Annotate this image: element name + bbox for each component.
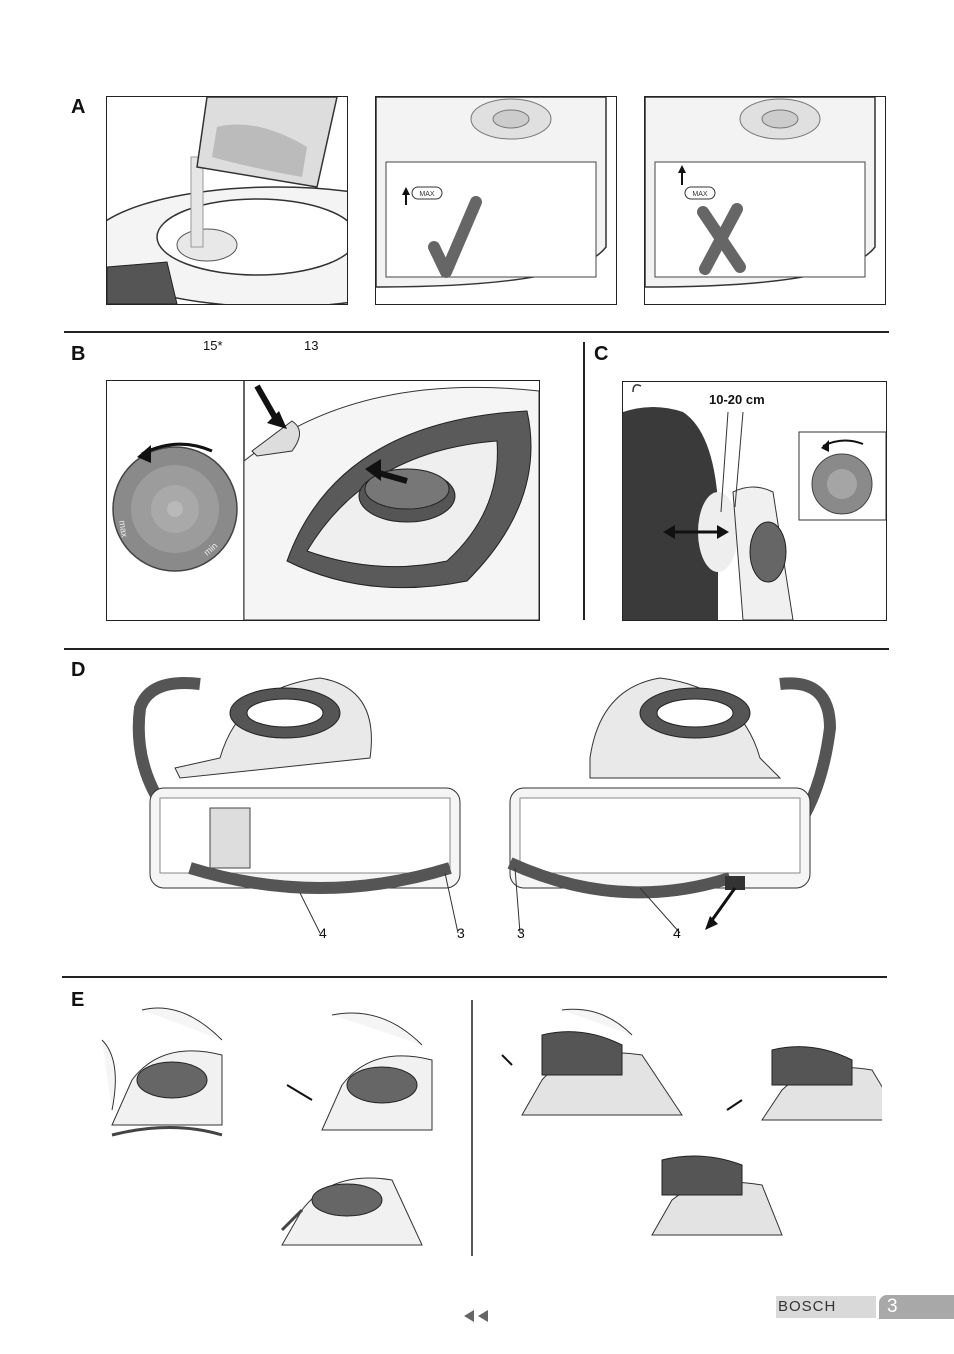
brand-tab: BOSCH [776, 1296, 876, 1318]
figure-e-cord-storage [62, 1000, 882, 1256]
section-c-letter: C [594, 343, 608, 366]
panel-b-steam-dial: max min [106, 380, 540, 621]
section-a-letter: A [71, 96, 85, 119]
panel-c-vertical-steam: 10-20 cm [622, 381, 887, 621]
max-mark-label-2: MAX [692, 191, 708, 198]
section-d-letter: D [71, 659, 85, 682]
divider-d-e [62, 976, 887, 978]
callout-13: 13 [304, 338, 318, 353]
divider-b-c [583, 342, 585, 620]
figure-d-storage [120, 668, 840, 943]
page-number: 3 [887, 1296, 898, 1318]
section-b-letter: B [71, 343, 85, 366]
panel-a3-incorrect: MAX [644, 96, 886, 305]
distance-label: 10-20 cm [709, 392, 765, 407]
divider-a-b [64, 331, 889, 333]
d-label-3: 3 [517, 925, 525, 941]
d-label-1: 4 [319, 925, 327, 941]
max-mark-label: MAX [419, 191, 435, 198]
divider-c-d [64, 648, 889, 650]
brand-name: BOSCH [778, 1298, 836, 1315]
panel-a1-filling [106, 96, 348, 305]
callout-15: 15* [203, 338, 223, 353]
panel-a2-correct: MAX [375, 96, 617, 305]
d-label-4: 4 [673, 925, 681, 941]
d-label-2: 3 [457, 925, 465, 941]
page-number-tab: 3 [879, 1295, 954, 1319]
nav-back-icon[interactable] [464, 1308, 492, 1324]
